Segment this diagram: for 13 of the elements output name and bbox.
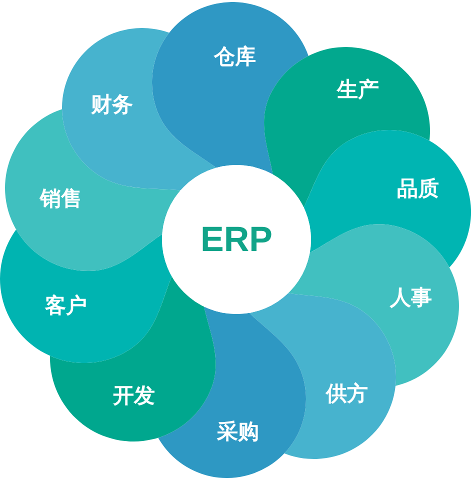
petal-label: 供方 xyxy=(326,384,368,404)
petal-label: 采购 xyxy=(217,422,259,442)
petal-label: 人事 xyxy=(390,288,432,308)
center-label: ERP xyxy=(200,222,272,257)
petal-label: 财务 xyxy=(91,94,133,116)
petal-label: 生产 xyxy=(337,80,379,100)
petal-label: 仓库 xyxy=(214,46,256,68)
petal-label: 品质 xyxy=(397,178,439,200)
petal-label: 开发 xyxy=(113,386,155,406)
petal-label: 销售 xyxy=(40,188,82,210)
petal-label: 客户 xyxy=(45,296,87,316)
petal-shape xyxy=(0,230,172,363)
petal-shape xyxy=(152,2,309,175)
